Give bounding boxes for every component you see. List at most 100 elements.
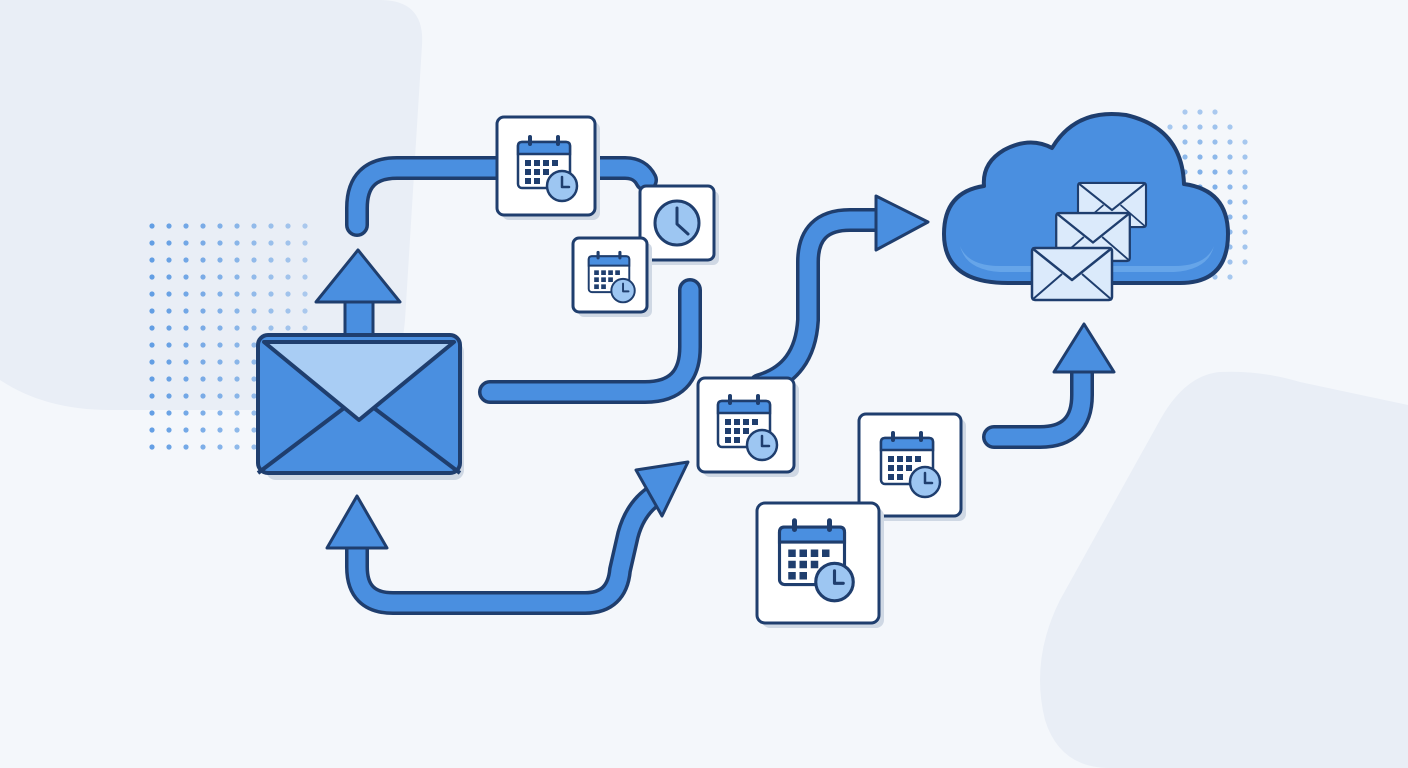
dot bbox=[234, 342, 240, 348]
dot bbox=[217, 325, 223, 331]
dot bbox=[1242, 214, 1248, 220]
dot bbox=[217, 308, 223, 314]
dot bbox=[166, 410, 172, 416]
dot bbox=[149, 393, 155, 399]
dot bbox=[1182, 139, 1188, 145]
dot bbox=[234, 376, 240, 382]
dot bbox=[234, 427, 240, 433]
dot bbox=[149, 359, 155, 365]
dot bbox=[149, 240, 155, 246]
dot bbox=[149, 274, 155, 280]
dot bbox=[149, 223, 155, 229]
dot bbox=[217, 393, 223, 399]
dot bbox=[149, 376, 155, 382]
dot bbox=[251, 410, 257, 416]
dot bbox=[166, 393, 172, 399]
dot bbox=[268, 274, 274, 280]
dot bbox=[166, 257, 172, 263]
dot bbox=[200, 325, 206, 331]
dot bbox=[234, 308, 240, 314]
dot bbox=[183, 444, 189, 450]
dot bbox=[302, 257, 308, 263]
dot bbox=[1242, 199, 1248, 205]
dot bbox=[234, 274, 240, 280]
dot bbox=[1212, 184, 1218, 190]
dot bbox=[302, 223, 308, 229]
dot bbox=[302, 274, 308, 280]
dot bbox=[285, 291, 291, 297]
dot bbox=[1212, 124, 1218, 130]
dot bbox=[183, 359, 189, 365]
arrow-icon-right bbox=[982, 322, 1116, 449]
dot bbox=[1212, 154, 1218, 160]
dot bbox=[1227, 274, 1233, 280]
clock-icon bbox=[653, 199, 701, 247]
calendar-clock-card-top bbox=[495, 115, 600, 220]
dot bbox=[1212, 274, 1218, 280]
dot bbox=[302, 240, 308, 246]
dot bbox=[302, 308, 308, 314]
flow-arrows bbox=[314, 156, 1116, 615]
dot bbox=[166, 359, 172, 365]
dot bbox=[217, 410, 223, 416]
dot bbox=[1197, 139, 1203, 145]
dot bbox=[251, 393, 257, 399]
dot bbox=[268, 257, 274, 263]
dot bbox=[234, 325, 240, 331]
dot bbox=[166, 223, 172, 229]
dot bbox=[234, 240, 240, 246]
dot bbox=[1197, 124, 1203, 130]
dot bbox=[217, 291, 223, 297]
dot bbox=[268, 325, 274, 331]
dot bbox=[1197, 169, 1203, 175]
arrow-icon-center bbox=[478, 278, 702, 404]
dot bbox=[251, 342, 257, 348]
dot bbox=[1227, 184, 1233, 190]
dot bbox=[166, 444, 172, 450]
dot bbox=[149, 325, 155, 331]
dot bbox=[217, 223, 223, 229]
dot bbox=[251, 444, 257, 450]
dot bbox=[251, 325, 257, 331]
dot bbox=[234, 291, 240, 297]
dot bbox=[1197, 154, 1203, 160]
dot bbox=[183, 376, 189, 382]
calendar-clock-card-small bbox=[571, 236, 652, 317]
dot bbox=[234, 257, 240, 263]
dot bbox=[200, 291, 206, 297]
dot bbox=[1227, 259, 1233, 265]
dot bbox=[166, 308, 172, 314]
dot bbox=[200, 410, 206, 416]
dot bbox=[302, 291, 308, 297]
dot bbox=[183, 393, 189, 399]
dot bbox=[1167, 124, 1173, 130]
dot bbox=[200, 274, 206, 280]
dot bbox=[1242, 184, 1248, 190]
dot bbox=[285, 257, 291, 263]
dot bbox=[268, 291, 274, 297]
dot bbox=[200, 308, 206, 314]
dot bbox=[183, 325, 189, 331]
dot bbox=[234, 444, 240, 450]
dot bbox=[1227, 214, 1233, 220]
dot bbox=[1227, 154, 1233, 160]
dot bbox=[166, 325, 172, 331]
calendar-clock-card-bottom bbox=[755, 501, 884, 628]
dot bbox=[200, 359, 206, 365]
dot bbox=[251, 376, 257, 382]
dot bbox=[183, 223, 189, 229]
dot bbox=[251, 240, 257, 246]
dot bbox=[200, 444, 206, 450]
dot bbox=[268, 223, 274, 229]
dot bbox=[217, 444, 223, 450]
dot bbox=[1212, 109, 1218, 115]
dot bbox=[183, 291, 189, 297]
dot bbox=[166, 240, 172, 246]
dot bbox=[166, 376, 172, 382]
dot bbox=[1182, 109, 1188, 115]
dot bbox=[234, 393, 240, 399]
dot bbox=[183, 274, 189, 280]
dot bbox=[251, 308, 257, 314]
